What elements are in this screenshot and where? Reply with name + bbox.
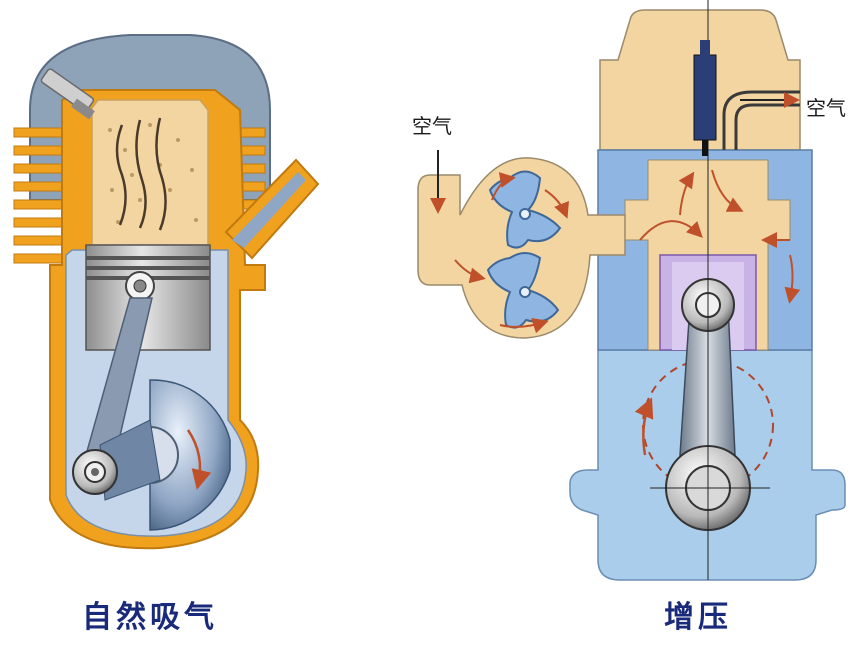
- flame-lines: [115, 117, 167, 231]
- combustion-chamber: [91, 99, 209, 246]
- supercharger-rotors: [486, 170, 562, 329]
- supercharged-engine: [417, 0, 846, 581]
- fuel-injector: [693, 40, 717, 156]
- air-flow-arrows: [430, 92, 801, 334]
- naturally-aspirated-engine: [13, 34, 320, 550]
- exhaust-pipe: [734, 103, 800, 150]
- supercharged-caption: 增压: [664, 600, 732, 635]
- naturally-aspirated-caption: 自然吸气: [82, 600, 218, 635]
- air-intake-label: 空气: [412, 114, 452, 138]
- crankshaft: [72, 379, 231, 531]
- air-exhaust-label: 空气: [806, 96, 846, 120]
- supercharger-housing: [417, 157, 626, 339]
- intake-pipe-inner: [232, 172, 306, 248]
- spark-plug: [40, 68, 95, 120]
